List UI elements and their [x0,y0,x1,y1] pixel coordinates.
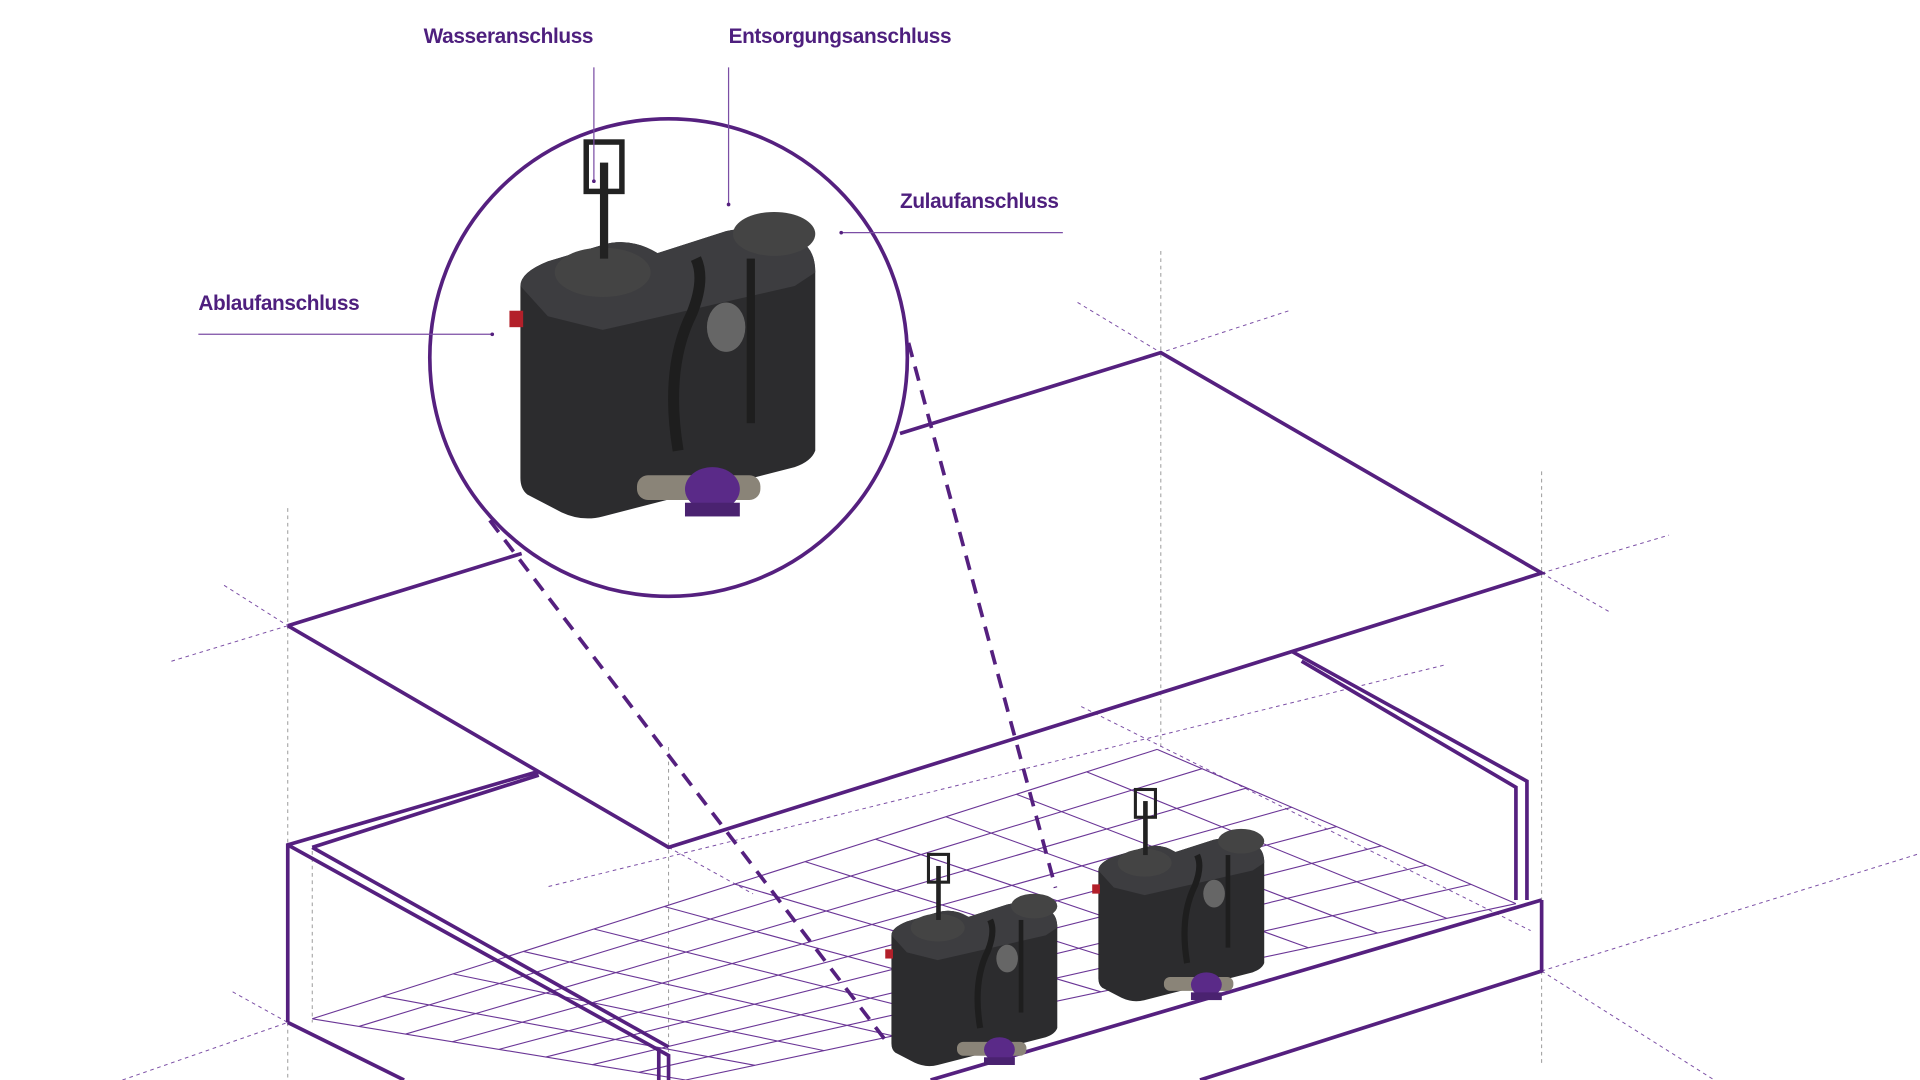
grid-line [405,787,1247,1035]
callout-outlet: Ablaufanschluss [198,292,495,337]
callout-disposal: Entsorgungsanschluss [726,25,952,207]
grid-line [358,768,1203,1027]
label-outlet: Ablaufanschluss [198,292,359,315]
zoom-line-right [906,342,1058,889]
label-water: Wasseranschluss [424,25,593,48]
grid-line [312,748,1158,1020]
tank-small-2 [1092,789,1264,1001]
callout-inlet: Zulaufanschluss [839,190,1063,235]
callout-water: Wasseranschluss [424,25,596,184]
grid-line [685,903,1517,1080]
label-inlet: Zulaufanschluss [900,190,1059,213]
room-outline [285,350,1547,1080]
label-disposal: Entsorgungsanschluss [729,25,952,48]
zoom-line-left [488,519,890,1045]
